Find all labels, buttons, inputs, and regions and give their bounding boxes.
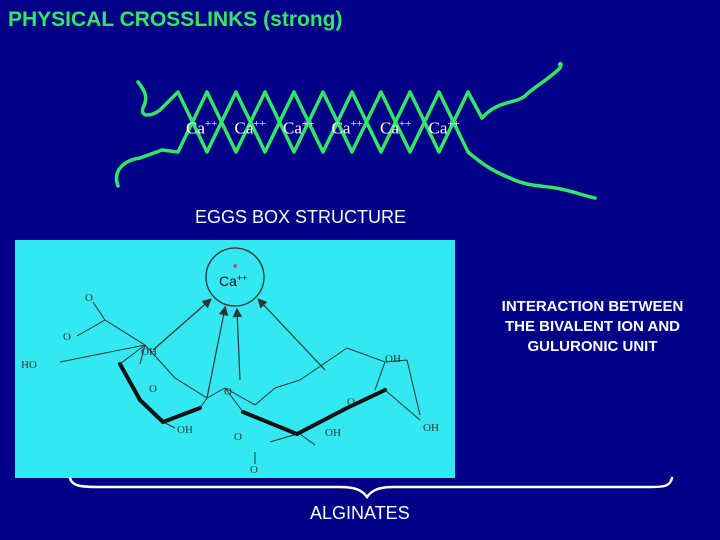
calcium-ion-1: Ca++ bbox=[186, 118, 218, 138]
calcium-ion-circle bbox=[205, 247, 265, 307]
polymer-chain-top bbox=[136, 61, 563, 154]
calcium-ion-5: Ca++ bbox=[380, 118, 412, 138]
molecule-panel: Ca++ bbox=[15, 240, 455, 478]
calcium-ion-2: Ca++ bbox=[234, 118, 266, 138]
egg-box-label: EGGS BOX STRUCTURE bbox=[195, 207, 407, 227]
slide-title: PHYSICAL CROSSLINKS (strong) bbox=[8, 8, 343, 31]
atom-o-link: O bbox=[224, 386, 232, 398]
atom-o-ring1: O bbox=[149, 383, 157, 395]
atom-o4: O bbox=[250, 464, 258, 476]
polymer-chain-bottom bbox=[114, 90, 597, 200]
atom-o2: O bbox=[63, 331, 71, 343]
atom-oh4: OH bbox=[325, 427, 341, 439]
alginates-label: ALGINATES bbox=[310, 503, 410, 523]
interaction-caption: INTERACTION BETWEEN THE BIVALENT ION AND… bbox=[470, 297, 715, 357]
guluronic-structure-diagram: Ca++ bbox=[21, 247, 439, 476]
atom-o-ring2: O bbox=[347, 396, 355, 408]
atom-oh2: OH bbox=[177, 424, 193, 436]
interaction-line-3: GULURONIC UNIT bbox=[527, 338, 658, 355]
arrow-4 bbox=[257, 298, 326, 371]
atom-ho: HO bbox=[21, 359, 37, 371]
calcium-ion-3: Ca++ bbox=[283, 118, 315, 138]
calcium-ion-row: Ca++ Ca++ Ca++ Ca++ Ca++ Ca++ bbox=[186, 118, 477, 139]
atom-oh1: OH bbox=[141, 346, 157, 358]
arrow-3 bbox=[232, 307, 243, 381]
interaction-line-2: THE BIVALENT ION AND bbox=[505, 318, 680, 335]
atom-oh5: OH bbox=[423, 422, 439, 434]
calcium-ion-4: Ca++ bbox=[331, 118, 363, 138]
calcium-ion-6: Ca++ bbox=[428, 118, 460, 138]
interaction-line-1: INTERACTION BETWEEN bbox=[501, 298, 684, 315]
arrow-2 bbox=[206, 305, 229, 399]
atom-o1: O bbox=[85, 292, 93, 304]
atom-oh3: OH bbox=[385, 353, 401, 365]
calcium-ion-label: Ca++ bbox=[219, 273, 247, 289]
arrow-1 bbox=[152, 298, 212, 351]
atom-o3: O bbox=[234, 431, 242, 443]
